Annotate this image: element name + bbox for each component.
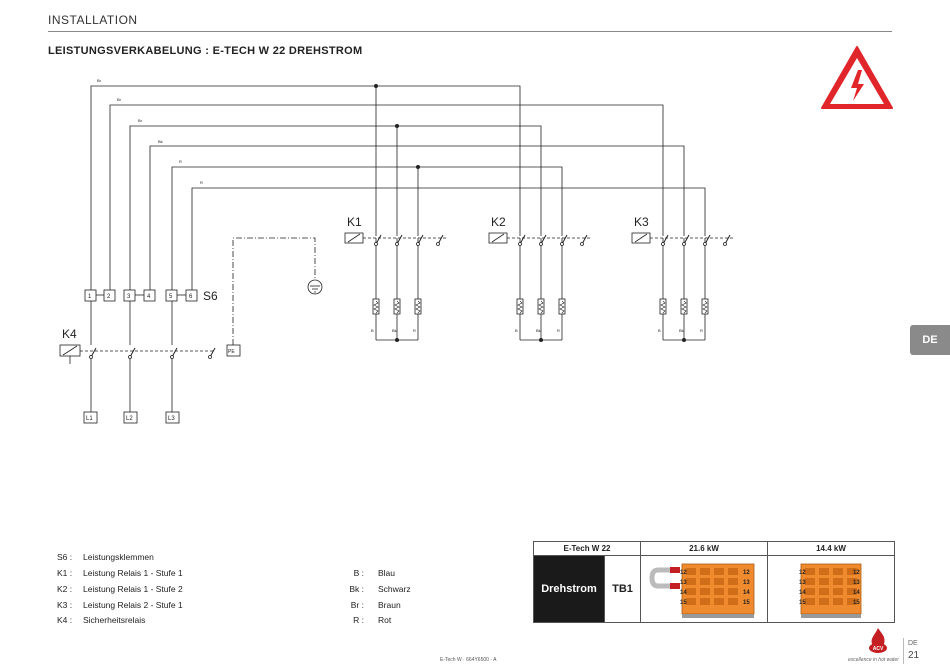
contact-label: R <box>413 328 416 333</box>
legend-item: R :Rot <box>353 615 392 625</box>
svg-text:13: 13 <box>743 580 750 586</box>
svg-text:ACV: ACV <box>873 646 884 652</box>
terminal-1: 1 <box>88 294 92 300</box>
header-rule <box>48 31 892 32</box>
terminal-block-14kw-icon: 12 13 14 15 12 13 14 15 <box>799 563 862 618</box>
terminal-3: 3 <box>127 294 131 300</box>
logo-slogan: excellence in hot water <box>848 657 899 663</box>
page-title: LEISTUNGSVERKABELUNG : E-TECH W 22 DREHS… <box>48 45 363 57</box>
model-header: E-Tech W 22 <box>533 541 641 556</box>
svg-text:12: 12 <box>680 570 687 576</box>
contact-label: Bk <box>536 328 541 333</box>
contact-label: B <box>515 328 518 333</box>
relay-k1-label: K1 <box>347 215 362 229</box>
legend-item: Br :Braun <box>350 600 401 610</box>
svg-text:15: 15 <box>799 600 806 606</box>
high-voltage-warning-icon <box>821 46 893 109</box>
legend-item: B :Blau <box>353 568 396 578</box>
spec-table: E-Tech W 22 21.6 kW 14.4 kW Drehstrom TB… <box>533 541 895 623</box>
terminal-block-21kw-icon: 12 13 14 15 12 13 14 15 <box>649 563 755 618</box>
svg-text:13: 13 <box>853 580 860 586</box>
svg-text:14: 14 <box>853 590 860 596</box>
page-number: 21 <box>908 650 920 661</box>
legend-item: K3 :Leistung Relais 2 - Stufe 1 <box>57 600 183 610</box>
contact-label: B <box>371 328 374 333</box>
contact-label: R <box>557 328 560 333</box>
tb-cell: TB1 <box>604 555 641 623</box>
legend-item: S6 :Leistungsklemmen <box>57 552 154 562</box>
legend-item: Bk :Schwarz <box>349 584 411 594</box>
svg-text:12: 12 <box>853 570 860 576</box>
legend-item: K2 :Leistung Relais 1 - Stufe 2 <box>57 584 183 594</box>
terminal-block-label: S6 <box>203 289 218 303</box>
svg-text:15: 15 <box>853 600 860 606</box>
terminal-diagram-21kw: 12 13 14 15 12 13 14 15 <box>640 555 768 623</box>
terminal-5: 5 <box>169 294 173 300</box>
terminal-6: 6 <box>189 294 193 300</box>
page-language: DE <box>908 640 918 647</box>
line-l1: L1 <box>86 416 93 422</box>
language-tab[interactable]: DE <box>910 325 950 355</box>
relay-k4-label: K4 <box>62 327 77 341</box>
contact-label: Bk <box>392 328 397 333</box>
footer-doc-ref: E-Tech W · 664Y6500 · A <box>440 657 497 663</box>
legend-item: K1 :Leistung Relais 1 - Stufe 1 <box>57 568 183 578</box>
terminal-4: 4 <box>147 294 151 300</box>
svg-text:12: 12 <box>799 570 806 576</box>
contact-label: B <box>658 328 661 333</box>
wire-label: R <box>179 159 182 164</box>
terminal-diagram-14kw: 12 13 14 15 12 13 14 15 <box>767 555 895 623</box>
terminal-2: 2 <box>107 294 111 300</box>
contact-label: R <box>700 328 703 333</box>
wire-label: Br <box>117 97 122 102</box>
page-divider <box>903 638 904 664</box>
power-b-header: 14.4 kW <box>767 541 895 556</box>
svg-text:15: 15 <box>743 600 750 606</box>
relay-k3-label: K3 <box>634 215 649 229</box>
line-l3: L3 <box>168 416 175 422</box>
contact-label: Bk <box>679 328 684 333</box>
power-a-header: 21.6 kW <box>640 541 768 556</box>
svg-text:13: 13 <box>680 580 687 586</box>
pe-terminal: PE <box>228 349 235 355</box>
legend-item: K4 :Sicherheitsrelais <box>57 615 146 625</box>
wire-label: R <box>200 180 203 185</box>
acv-logo-icon: ACV <box>869 628 887 653</box>
section-header: INSTALLATION <box>48 13 138 27</box>
wire-label: Br <box>97 78 102 83</box>
legend-left: S6 :Leistungsklemmen K1 :Leistung Relais… <box>57 552 317 632</box>
relay-k2-label: K2 <box>491 215 506 229</box>
svg-text:15: 15 <box>680 600 687 606</box>
type-cell: Drehstrom <box>533 555 605 623</box>
legend-right: B :Blau Bk :Schwarz Br :Braun R :Rot <box>334 568 454 632</box>
svg-text:14: 14 <box>799 590 806 596</box>
line-l2: L2 <box>126 416 133 422</box>
svg-text:13: 13 <box>799 580 806 586</box>
svg-text:14: 14 <box>680 590 687 596</box>
svg-text:12: 12 <box>743 570 750 576</box>
wire-label: Bk <box>158 139 163 144</box>
wire-label: Br <box>138 118 143 123</box>
svg-text:14: 14 <box>743 590 750 596</box>
